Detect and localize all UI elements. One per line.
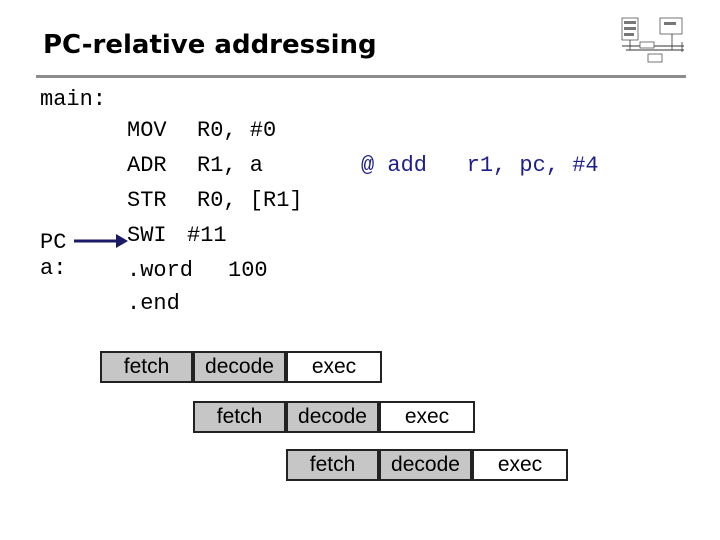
label-main: main: — [40, 87, 107, 112]
label-pc: PC — [40, 230, 67, 255]
slide-title: PC-relative addressing — [43, 30, 377, 60]
code-op-2: STR — [127, 188, 167, 213]
code-op-4: .word — [127, 258, 194, 283]
pipeline-row3-exec: exec — [472, 449, 568, 481]
code-op-3: SWI — [127, 223, 167, 248]
code-args-1: R1, a — [197, 153, 264, 178]
pipeline-row1-exec: exec — [286, 351, 382, 383]
code-args-4: 100 — [228, 258, 268, 283]
pipeline-row1-fetch: fetch — [100, 351, 193, 383]
title-underline — [36, 75, 686, 78]
label-a: a: — [40, 256, 67, 281]
pipeline-row2-exec: exec — [379, 401, 475, 433]
code-op-0: MOV — [127, 118, 167, 143]
diagram-thumbnail — [621, 17, 684, 63]
code-op-5: .end — [127, 291, 180, 316]
code-op-1: ADR — [127, 153, 167, 178]
code-args-0: R0, #0 — [197, 118, 277, 143]
code-args-2: R0, [R1] — [197, 188, 303, 213]
pipeline-row3-fetch: fetch — [286, 449, 379, 481]
pc-arrow-icon — [74, 234, 128, 248]
pipeline-row2-fetch: fetch — [193, 401, 286, 433]
code-args-3: #11 — [187, 223, 227, 248]
pipeline-row2-decode: decode — [286, 401, 379, 433]
code-comment-1: @ add r1, pc, #4 — [361, 153, 599, 178]
pipeline-row1-decode: decode — [193, 351, 286, 383]
pipeline-row3-decode: decode — [379, 449, 472, 481]
